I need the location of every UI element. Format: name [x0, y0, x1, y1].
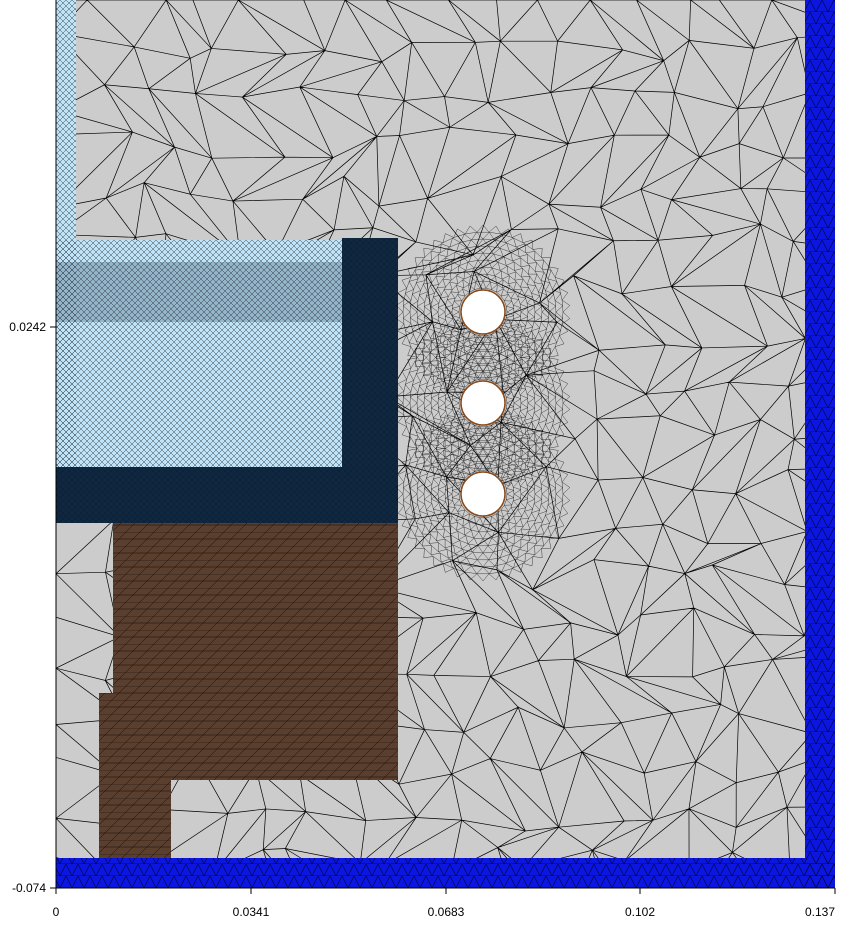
- x-tick-label: 0.0683: [428, 905, 465, 919]
- y-tick-label: -0.074: [12, 881, 46, 895]
- x-tick-label: 0: [53, 905, 60, 919]
- x-tick-label: 0.137: [805, 905, 835, 919]
- conductor-mesh: [395, 224, 571, 582]
- conductor-2[interactable]: [460, 380, 506, 426]
- navy-l-region: [56, 238, 398, 523]
- light-blue-region: [56, 0, 342, 470]
- y-axis: 0.0242 -0.074: [9, 0, 57, 895]
- brown-region: [99, 523, 398, 858]
- y-tick-label: 0.0242: [9, 320, 46, 334]
- conductor-1[interactable]: [460, 289, 506, 335]
- x-tick-label: 0.0341: [233, 905, 270, 919]
- x-tick-label: 0.102: [625, 905, 655, 919]
- x-axis: 0 0.0341 0.0683 0.102 0.137: [53, 887, 836, 919]
- blue-boundary: [56, 0, 835, 888]
- refined-mesh-edges: [395, 224, 571, 582]
- plot-area: [56, 0, 835, 888]
- conductor-3[interactable]: [460, 471, 506, 517]
